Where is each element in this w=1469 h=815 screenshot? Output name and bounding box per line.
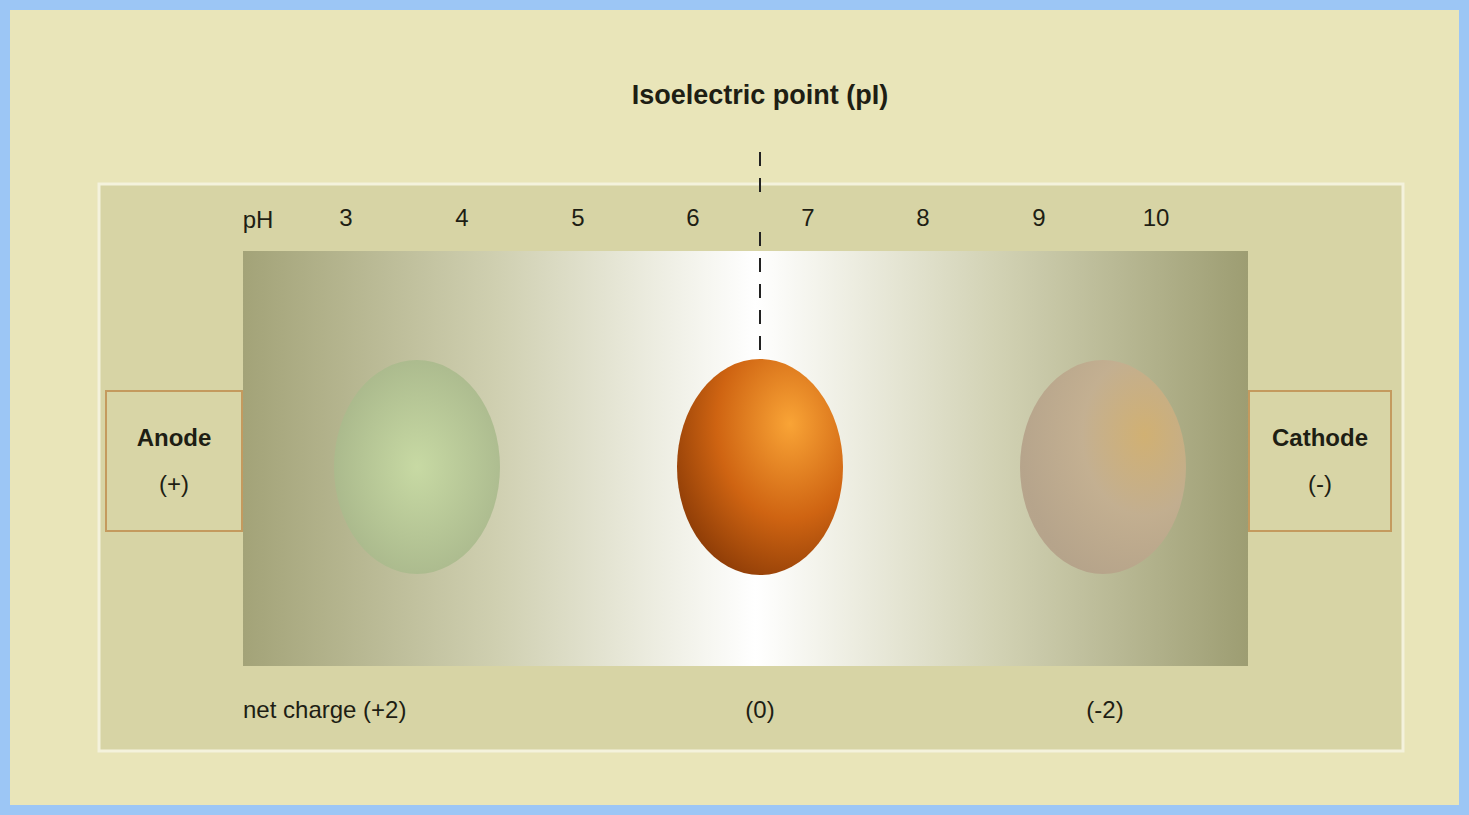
electrode-name: Anode bbox=[137, 425, 212, 451]
protein-sphere bbox=[1020, 360, 1186, 574]
ph-tick: 8 bbox=[916, 204, 929, 232]
protein-sphere bbox=[334, 360, 500, 574]
axis-title: pH bbox=[243, 206, 274, 234]
electrode-sign: (-) bbox=[1308, 471, 1332, 497]
ph-tick: 6 bbox=[686, 204, 699, 232]
electrode-sign: (+) bbox=[159, 471, 189, 497]
net-charge-label: net charge (+2) bbox=[243, 696, 406, 724]
pi-marker-line bbox=[759, 152, 761, 200]
electrode-box: Anode (+) bbox=[105, 390, 243, 532]
net-charge-label: (-2) bbox=[1086, 696, 1123, 724]
electrode-name: Cathode bbox=[1272, 425, 1368, 451]
ph-tick: 5 bbox=[571, 204, 584, 232]
ph-tick: 3 bbox=[339, 204, 352, 232]
title: Isoelectric point (pI) bbox=[632, 80, 889, 111]
ph-tick: 10 bbox=[1143, 204, 1170, 232]
panel bbox=[99, 184, 1403, 751]
electrode-box: Cathode (-) bbox=[1248, 390, 1392, 532]
ph-tick: 4 bbox=[455, 204, 468, 232]
protein-sphere bbox=[677, 359, 843, 575]
pi-marker-line bbox=[759, 232, 761, 358]
net-charge-label: (0) bbox=[745, 696, 774, 724]
background bbox=[10, 10, 1459, 805]
ph-tick: 9 bbox=[1032, 204, 1045, 232]
ph-tick: 7 bbox=[801, 204, 814, 232]
gel-strip bbox=[243, 251, 1248, 666]
